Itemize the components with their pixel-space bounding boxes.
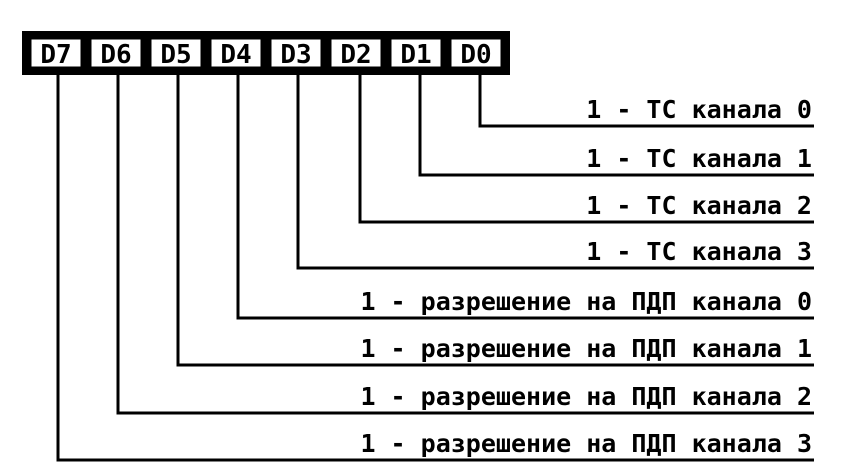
label-tc-channel-0: 1 - ТС канала 0 (586, 95, 812, 124)
connector-d0 (478, 75, 814, 128)
bit-cell-d3-box (268, 36, 324, 70)
bit-label-d1: D1 (400, 40, 431, 70)
label-dma-enable-channel-0: 1 - разрешение на ПДП канала 0 (360, 287, 812, 316)
bit-cell-d0: D0 (448, 36, 504, 70)
bit-label-d7: D7 (40, 40, 71, 70)
label-dma-enable-channel-1: 1 - разрешение на ПДП канала 1 (360, 334, 812, 363)
bit-descriptions: 1 - ТС канала 0 1 - ТС канала 1 1 - ТС к… (360, 95, 812, 458)
bit-cell-d6-box (88, 36, 144, 70)
bit-cell-d0-box (448, 36, 504, 70)
bit-cell-d4: D4 (208, 36, 264, 70)
connector-d5 (176, 75, 814, 367)
bit-cells: D7 D6 D5 D4 D3 D2 D1 D0 (28, 36, 504, 70)
label-dma-enable-channel-3: 1 - разрешение на ПДП канала 3 (360, 429, 812, 458)
bit-label-d2: D2 (340, 40, 371, 70)
bit-cell-d2-box (328, 36, 384, 70)
connector-d3 (296, 75, 814, 270)
bit-cell-d3: D3 (268, 36, 324, 70)
connector-d4 (236, 75, 814, 320)
label-tc-channel-3: 1 - ТС канала 3 (586, 237, 812, 266)
bit-label-d4: D4 (220, 40, 251, 70)
connector-d2 (358, 75, 814, 224)
label-tc-channel-2: 1 - ТС канала 2 (586, 191, 812, 220)
bit-cell-d1-box (388, 36, 444, 70)
connector-d1 (418, 75, 814, 177)
bit-cell-d7-box (28, 36, 84, 70)
bit-cell-d2: D2 (328, 36, 384, 70)
connector-d6 (116, 75, 814, 415)
bit-label-d5: D5 (160, 40, 191, 70)
label-tc-channel-1: 1 - ТС канала 1 (586, 144, 812, 173)
bit-cell-d5-box (148, 36, 204, 70)
bit-cell-d5: D5 (148, 36, 204, 70)
bit-label-d6: D6 (100, 40, 131, 70)
bit-cell-d6: D6 (88, 36, 144, 70)
bit-cell-d7: D7 (28, 36, 84, 70)
bit-cell-d4-box (208, 36, 264, 70)
connector-lines (56, 75, 814, 462)
connector-d7 (56, 75, 814, 462)
bit-label-d3: D3 (280, 40, 311, 70)
label-dma-enable-channel-2: 1 - разрешение на ПДП канала 2 (360, 382, 812, 411)
bit-label-d0: D0 (460, 40, 491, 70)
bit-cell-d1: D1 (388, 36, 444, 70)
